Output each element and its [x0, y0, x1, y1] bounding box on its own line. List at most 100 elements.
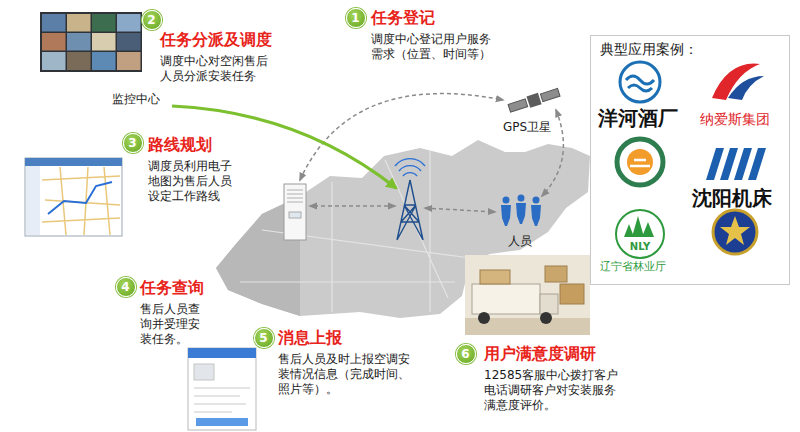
gps-satellite	[507, 87, 560, 114]
callout-number: 4	[116, 277, 136, 297]
logo-bar	[748, 148, 766, 180]
logo-name: 洋河酒厂	[598, 106, 678, 131]
person-head	[533, 197, 540, 204]
screenshot-sidebar	[26, 166, 40, 235]
logo-rail	[630, 160, 650, 166]
delivery-photo	[465, 255, 590, 335]
solar-panel	[540, 88, 560, 101]
map-screenshot	[25, 158, 122, 236]
screen-tile	[117, 33, 141, 51]
screen-tile	[42, 14, 66, 32]
screen-tile	[42, 52, 66, 70]
china-map	[216, 140, 590, 318]
screen-tile	[117, 52, 141, 70]
logo-core	[627, 149, 653, 175]
screen-tile	[92, 52, 116, 70]
carton	[560, 284, 584, 304]
step-heading: 用户满意度调研	[484, 344, 620, 364]
wheel	[478, 312, 490, 324]
step-heading: 消息上报	[278, 328, 414, 348]
signal-tower	[395, 159, 425, 240]
screen-tile	[92, 33, 116, 51]
person-body	[501, 205, 511, 226]
step-heading: 任务分派及调度	[160, 30, 272, 50]
logo-ring	[620, 62, 660, 102]
logo-bar	[706, 148, 724, 180]
gps-link	[300, 94, 503, 180]
step-block: 任务查询售后人员查询并受理安装任务。	[140, 278, 204, 347]
ac-panel	[289, 212, 301, 218]
callout-number: 6	[456, 344, 476, 364]
phone-frame	[188, 348, 256, 430]
screen-tile	[67, 52, 91, 70]
carton	[480, 270, 510, 284]
satellite-body	[526, 93, 541, 108]
logo-yanghe	[620, 62, 660, 102]
step-block: 用户满意度调研 12585客服中心拨打客户电话调研客户对安装服务满意度评价。	[484, 344, 620, 413]
truck-body	[472, 284, 540, 314]
phone-header	[188, 348, 256, 358]
logo-swoosh	[728, 76, 764, 100]
step-heading: 路线规划	[148, 135, 236, 155]
satellite-label: GPS卫星	[503, 120, 551, 135]
solar-panel	[508, 99, 528, 112]
air-conditioner	[284, 184, 306, 240]
callout-number: 5	[254, 328, 274, 348]
panel-heading: 典型应用案例：	[600, 42, 780, 57]
wheel	[540, 312, 552, 324]
case-panel: 典型应用案例：	[590, 35, 790, 285]
logo-name: 纳爱斯集团	[700, 110, 770, 128]
screenshot-frame	[25, 158, 122, 236]
screen-tile	[92, 14, 116, 32]
step-description: 调度中心登记用户服务需求（位置、时间等）	[371, 32, 496, 62]
logo-railway	[617, 139, 663, 185]
screen-tile	[67, 33, 91, 51]
callout-number: 1	[346, 8, 366, 28]
radio-link	[310, 205, 395, 207]
center-label: 监控中心	[112, 92, 160, 107]
map-road	[240, 150, 470, 312]
step-description: 12585客服中心拨打客户电话调研客户对安装服务满意度评价。	[484, 368, 620, 413]
step-block: 消息上报售后人员及时上报空调安装情况信息（完成时间、照片等）。	[278, 328, 414, 397]
phone-screenshot	[188, 348, 256, 430]
carton	[545, 266, 567, 282]
route-line	[48, 182, 112, 214]
person-body	[531, 205, 541, 226]
submit-bar	[196, 418, 248, 426]
step-heading: 任务查询	[140, 278, 204, 298]
tower-lattice	[397, 180, 423, 240]
form-row	[194, 388, 250, 412]
map-street	[42, 167, 120, 235]
step-description: 售后人员查询并受理安装任务。	[140, 302, 204, 347]
person-head	[518, 195, 525, 202]
logo-tree	[624, 216, 654, 237]
screenshot-header	[25, 158, 122, 166]
logo-name: 辽宁省林业厅	[600, 260, 666, 274]
emblem-star	[720, 216, 750, 245]
logo-smtcl	[706, 148, 766, 180]
emblem-ring	[713, 210, 757, 254]
screen-tile	[67, 14, 91, 32]
step-block: 路线规划调度员利用电子地图为售后人员设定工作路线	[148, 135, 236, 204]
monitor-frame	[40, 12, 142, 72]
step-block: 任务登记调度中心登记用户服务需求（位置、时间等）	[371, 8, 496, 62]
logo-name: 沈阳机床	[692, 186, 772, 211]
logo-bar	[720, 148, 738, 180]
step-description: 售后人员及时上报空调安装情况信息（完成时间、照片等）。	[278, 352, 414, 397]
callout-number: 3	[123, 133, 143, 153]
radio-link	[425, 208, 495, 212]
step-description: 调度中心对空闲售后人员分派安装任务	[160, 54, 272, 84]
logo-mark-text: NLY	[625, 240, 655, 253]
ac-grille	[287, 190, 303, 202]
logo-ring	[617, 139, 663, 185]
screen-tile	[42, 33, 66, 51]
logo-police	[713, 210, 757, 254]
step-heading: 任务登记	[371, 8, 496, 28]
logo-wave	[626, 76, 654, 91]
logo-ring	[616, 210, 664, 258]
logo-bar	[734, 148, 752, 180]
step-description: 调度员利用电子地图为售后人员设定工作路线	[148, 159, 236, 204]
logo-forestry	[616, 210, 664, 258]
photo-slot	[194, 364, 214, 380]
